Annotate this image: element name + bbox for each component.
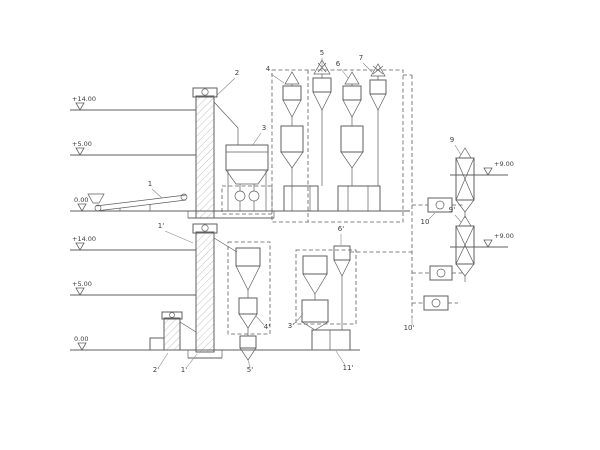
fan-10-middle — [429, 265, 453, 281]
cyclone-separator-9 — [455, 147, 475, 218]
cyclone-airlock-4p — [235, 247, 261, 336]
equipment-label-2': 2' — [153, 366, 159, 374]
cyclone-stack-6 — [340, 71, 364, 186]
leader-line — [247, 359, 251, 368]
equipment-label-5: 5 — [320, 49, 324, 57]
equipment-label-2: 2 — [235, 69, 239, 77]
labels-layer: 1 2 3 4 5 6 7 9 10 9' 10' 1' 2' 1' 4' 3' 6' 5' 11' +14.00 +5… — [72, 49, 514, 374]
elevation-marker-icon — [77, 203, 87, 212]
small-filter-5p — [239, 335, 257, 361]
equipment-label-1': 1' — [181, 366, 187, 374]
belt-conveyor-1 — [87, 193, 188, 212]
equipment-label-9': 9' — [449, 206, 455, 214]
leader-line — [362, 62, 373, 73]
elevation-marker-icon — [75, 102, 85, 111]
equipment-label-4': 4' — [264, 323, 270, 331]
equipment-label-3: 3 — [262, 124, 266, 132]
elevation-label: 0.00 — [74, 196, 88, 204]
floor-machine-left — [283, 185, 319, 212]
leader-line — [212, 77, 236, 100]
leader-line — [340, 68, 349, 79]
equipment-label-1': 1' — [158, 222, 164, 230]
cyclone-6p — [333, 245, 351, 330]
cyclone-stack-5 — [312, 59, 332, 186]
discharge-machine-11p — [311, 329, 351, 351]
leader-line — [293, 313, 304, 325]
leader-line — [454, 144, 462, 156]
bucket-elevator-2 — [192, 87, 239, 219]
cyclone-bin-3p — [300, 255, 330, 331]
leader-line — [454, 214, 462, 223]
equipment-label-3': 3' — [288, 322, 294, 330]
equipment-label-7: 7 — [359, 54, 363, 62]
cyclone-separator-9p — [455, 215, 475, 282]
bucket-elevator-1p — [192, 223, 238, 353]
small-elevator-2p — [149, 311, 197, 351]
leader-line — [151, 188, 163, 199]
cyclone-stack-7 — [369, 63, 387, 186]
leader-line — [251, 132, 262, 147]
equipment-label-9: 9 — [450, 136, 454, 144]
aspiration-duct-lines — [221, 69, 465, 335]
elevation-marker-icon — [75, 147, 85, 156]
fan-10p-lower — [423, 295, 449, 311]
elevation-label: +9.00 — [494, 232, 514, 240]
leader-line — [270, 73, 285, 84]
leader-line — [158, 352, 169, 368]
floor-lines — [70, 109, 508, 359]
elevation-marker-icon — [75, 242, 85, 251]
elevation-marker-icon — [75, 287, 85, 296]
equipment-label-6: 6 — [336, 60, 341, 68]
elevation-label: +5.00 — [72, 140, 92, 148]
equipment-label-1: 1 — [148, 180, 152, 188]
elevation-label: +14.00 — [72, 95, 96, 103]
leader-line — [335, 350, 346, 366]
equipment-label-5': 5' — [247, 366, 253, 374]
elevation-label: 0.00 — [74, 335, 88, 343]
equipment-label-6': 6' — [338, 225, 344, 233]
leader-line — [164, 230, 194, 244]
leader-line — [186, 353, 198, 368]
elevation-label: +14.00 — [72, 235, 96, 243]
leader-line — [428, 212, 436, 220]
equipment-label-4: 4 — [266, 65, 271, 73]
equipment-label-10': 10' — [404, 324, 415, 332]
elevation-marker-icon — [483, 239, 493, 248]
elevation-label: +5.00 — [72, 280, 92, 288]
equipment-label-10: 10 — [421, 218, 430, 226]
elevation-marker-icon — [77, 342, 87, 351]
floor-machine-right — [337, 185, 381, 212]
sieve-machine-3 — [225, 144, 269, 211]
elevation-label: +9.00 — [494, 160, 514, 168]
elevation-marker-icon — [483, 167, 493, 176]
equipment-label-11': 11' — [343, 364, 354, 372]
leader-line — [255, 315, 265, 326]
cyclone-stack-4 — [280, 71, 304, 186]
